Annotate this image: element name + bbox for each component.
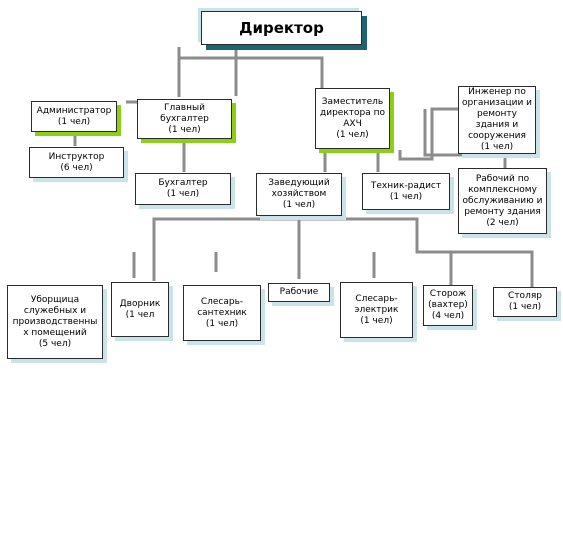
node-workers-label: Рабочие bbox=[279, 287, 319, 297]
node-instructor: Инструктор (6 чел) bbox=[29, 147, 124, 178]
node-instructor-label: Инструктор (6 чел) bbox=[48, 151, 105, 173]
node-janitor: Дворник (1 чел bbox=[111, 282, 169, 337]
node-accountant: Бухгалтер (1 чел) bbox=[135, 173, 231, 205]
node-engineer-label: Инженер по организации и ремонту здания … bbox=[461, 87, 533, 152]
node-engineer: Инженер по организации и ремонту здания … bbox=[458, 86, 536, 154]
node-supply-head-label: Заведующий хозяйством (1 чел) bbox=[268, 178, 330, 210]
node-plumber: Слесарь- сантехник (1 чел) bbox=[183, 285, 261, 341]
node-carpenter: Столяр (1 чел) bbox=[493, 287, 557, 317]
node-accountant-label: Бухгалтер (1 чел) bbox=[158, 178, 208, 199]
node-janitor-label: Дворник (1 чел bbox=[119, 298, 161, 320]
node-electrician: Слесарь- электрик (1 чел) bbox=[340, 282, 413, 338]
node-repair-worker-label: Рабочий по комплексному обслуживанию и р… bbox=[462, 173, 543, 228]
node-admin: Администратор (1 чел) bbox=[31, 101, 117, 132]
node-guard: Сторож (вахтер) (4 чел) bbox=[423, 285, 473, 326]
node-carpenter-label: Столяр (1 чел) bbox=[508, 291, 542, 312]
node-cleaner: Уборщица служебных и производственны х п… bbox=[7, 285, 103, 359]
node-chief-accountant: Главный бухгалтер (1 чел) bbox=[137, 99, 232, 139]
node-supply-head: Заведующий хозяйством (1 чел) bbox=[256, 173, 342, 216]
node-electrician-label: Слесарь- электрик (1 чел) bbox=[354, 293, 399, 326]
node-repair-worker: Рабочий по комплексному обслуживанию и р… bbox=[458, 168, 547, 234]
node-cleaner-label: Уборщица служебных и производственны х п… bbox=[12, 294, 98, 349]
node-director: Директор bbox=[201, 11, 362, 45]
node-workers: Рабочие bbox=[268, 283, 330, 302]
node-guard-label: Сторож (вахтер) (4 чел) bbox=[428, 289, 468, 321]
node-plumber-label: Слесарь- сантехник (1 чел) bbox=[197, 296, 247, 329]
node-deputy-label: Заместитель директора по АХЧ (1 чел) bbox=[320, 96, 385, 140]
node-deputy: Заместитель директора по АХЧ (1 чел) bbox=[315, 88, 390, 149]
node-radio-tech-label: Техник-радист (1 чел) bbox=[370, 180, 442, 202]
node-director-label: Директор bbox=[239, 18, 324, 37]
node-admin-label: Администратор (1 чел) bbox=[36, 105, 112, 127]
node-radio-tech: Техник-радист (1 чел) bbox=[362, 173, 450, 210]
node-chief-accountant-label: Главный бухгалтер (1 чел) bbox=[160, 102, 209, 135]
